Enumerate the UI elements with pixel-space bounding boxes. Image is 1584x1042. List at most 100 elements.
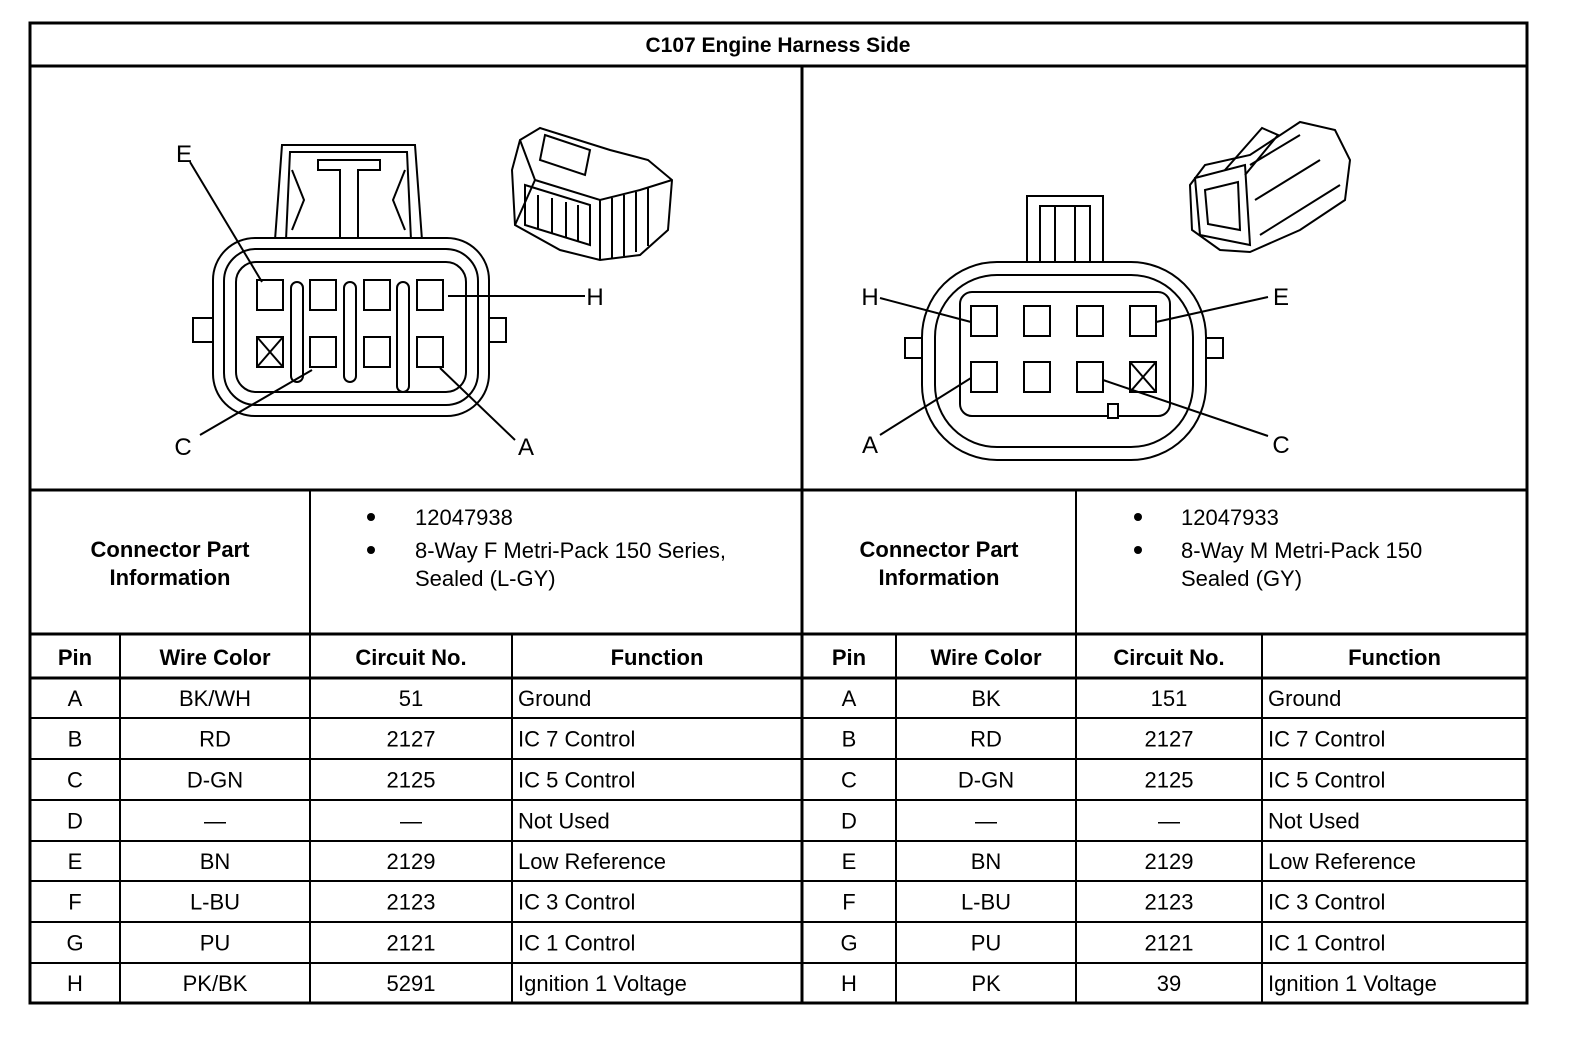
cell-circuit-no: 2125 [1145,768,1194,793]
cell-wire-color: D-GN [187,768,243,793]
cell-pin: D [841,809,857,834]
cell-function: Low Reference [1268,849,1416,874]
cell-pin: H [67,971,83,996]
column-header-wire-color: Wire Color [930,645,1041,670]
pin-label-c: C [174,434,191,461]
cell-wire-color: BK/WH [179,686,251,711]
cell-circuit-no: — [1158,809,1180,834]
cell-circuit-no: 2125 [387,768,436,793]
cell-circuit-no: 2123 [1145,890,1194,915]
pin-label-e: E [1273,284,1289,311]
cell-wire-color: L-BU [961,890,1011,915]
cell-circuit-no: 39 [1157,971,1181,996]
cell-circuit-no: 51 [399,686,423,711]
cell-wire-color: PU [971,931,1002,956]
cell-pin: D [67,809,83,834]
cell-wire-color: — [975,809,997,834]
cell-function: Not Used [1268,809,1360,834]
connector-drawing-female [189,144,585,441]
column-header-circuit-no: Circuit No. [1113,645,1224,670]
cell-circuit-no: 151 [1151,686,1188,711]
pin-label-c: C [1272,432,1289,459]
cell-pin: B [68,727,83,752]
cell-wire-color: BN [971,849,1002,874]
column-header-function: Function [611,645,704,670]
cell-function: IC 5 Control [1268,768,1385,793]
pin-label-h: H [586,284,603,311]
cell-circuit-no: — [400,809,422,834]
cell-pin: F [68,890,81,915]
cell-function: Ignition 1 Voltage [1268,971,1437,996]
cell-wire-color: RD [970,727,1002,752]
cell-pin: A [842,686,857,711]
cell-pin: G [66,931,83,956]
part-number: 12047938 [415,505,513,530]
cell-circuit-no: 2127 [387,727,436,752]
connector-iso-female-image [510,126,674,262]
cell-circuit-no: 2127 [1145,727,1194,752]
cell-pin: C [67,768,83,793]
cell-pin: B [842,727,857,752]
column-header-pin: Pin [832,645,866,670]
cell-wire-color: PU [200,931,231,956]
cell-circuit-no: 2129 [1145,849,1194,874]
cell-function: IC 7 Control [1268,727,1385,752]
cell-function: IC 7 Control [518,727,635,752]
pin-label-h: H [861,284,878,311]
cell-function: Ground [518,686,591,711]
cell-function: Ground [1268,686,1341,711]
cell-pin: H [841,971,857,996]
bullet-icon [1134,546,1142,554]
connector-iso-male-image [1188,120,1352,254]
cell-pin: A [68,686,83,711]
table-grid [28,21,1529,1005]
cell-circuit-no: 2121 [1145,931,1194,956]
cell-function: IC 1 Control [518,931,635,956]
pin-label-a: A [862,432,878,459]
cell-pin: F [842,890,855,915]
cell-pin: E [842,849,857,874]
column-header-wire-color: Wire Color [159,645,270,670]
cell-wire-color: L-BU [190,890,240,915]
connector-drawing-male [879,195,1269,461]
cell-function: IC 3 Control [518,890,635,915]
cell-function: Ignition 1 Voltage [518,971,687,996]
cell-wire-color: — [204,809,226,834]
cell-circuit-no: 5291 [387,971,436,996]
part-description: 8-Way F Metri-Pack 150 Series,Sealed (L-… [415,538,726,591]
cell-wire-color: BK [971,686,1001,711]
cell-function: IC 3 Control [1268,890,1385,915]
cell-function: Not Used [518,809,610,834]
cell-wire-color: D-GN [958,768,1014,793]
cell-circuit-no: 2123 [387,890,436,915]
cell-wire-color: BN [200,849,231,874]
pin-label-a: A [518,434,534,461]
cell-pin: G [840,931,857,956]
bullet-icon [1134,513,1142,521]
part-number: 12047933 [1181,505,1279,530]
cell-pin: E [68,849,83,874]
cell-wire-color: PK/BK [183,971,248,996]
column-header-function: Function [1348,645,1441,670]
cell-wire-color: RD [199,727,231,752]
cell-wire-color: PK [971,971,1001,996]
column-header-circuit-no: Circuit No. [355,645,466,670]
column-header-pin: Pin [58,645,92,670]
cell-function: Low Reference [518,849,666,874]
page-title: C107 Engine Harness Side [646,34,911,57]
bullet-icon [367,546,375,554]
cell-pin: C [841,768,857,793]
pin-label-e: E [176,141,192,168]
bullet-icon [367,513,375,521]
cell-function: IC 1 Control [1268,931,1385,956]
cell-function: IC 5 Control [518,768,635,793]
cell-circuit-no: 2129 [387,849,436,874]
